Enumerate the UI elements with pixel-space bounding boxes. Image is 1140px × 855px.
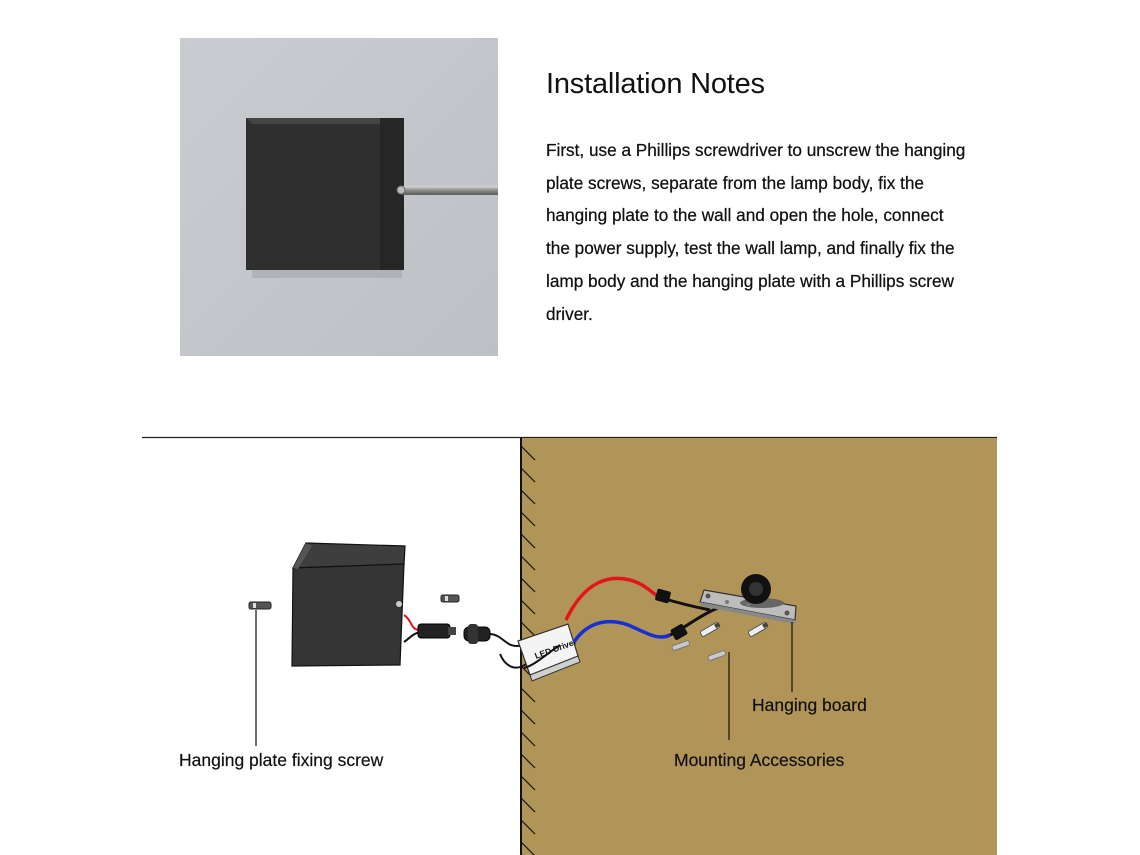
- red-wire: [564, 576, 663, 621]
- product-photo: [180, 38, 498, 356]
- wall-lamp-photo: [180, 38, 498, 356]
- wall: [521, 438, 997, 855]
- installation-diagram: LED Driver: [142, 436, 997, 855]
- label-hanging-board: Hanging board: [752, 695, 867, 715]
- notes-title: Installation Notes: [546, 68, 765, 100]
- notes-body: First, use a Phillips screwdriver to uns…: [546, 140, 966, 324]
- fixing-screw-left: [248, 601, 272, 610]
- label-mounting-accessories: Mounting Accessories: [674, 750, 845, 770]
- led-driver: LED Driver: [517, 623, 581, 682]
- mounting-accessories: [671, 622, 769, 661]
- wire-connector-female: [463, 624, 491, 644]
- blue-wire: [572, 620, 671, 644]
- wire-connector-male: [417, 623, 456, 639]
- fixing-screw-right: [440, 594, 460, 603]
- wall-hatching: [520, 445, 536, 855]
- label-fixing-screw: Hanging plate fixing screw: [179, 750, 384, 770]
- lamp-body: [291, 542, 406, 667]
